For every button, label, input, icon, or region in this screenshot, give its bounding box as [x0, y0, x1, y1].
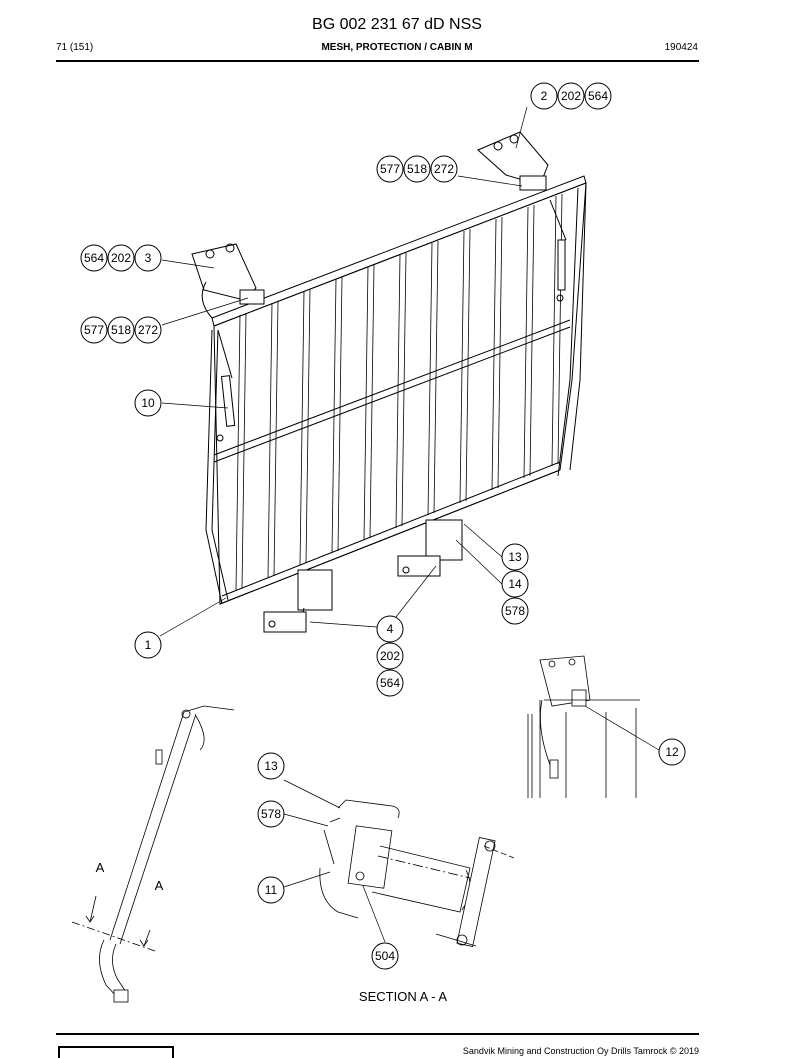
- callout-202: 202: [376, 642, 404, 670]
- callout-504-section: 504: [371, 942, 399, 970]
- svg-text:10: 10: [141, 396, 155, 410]
- hinge-lower-1: [263, 569, 333, 633]
- callout-4: 4: [376, 615, 404, 643]
- callout-577: 577: [80, 316, 108, 344]
- svg-text:577: 577: [380, 162, 400, 176]
- callout-564: 564: [376, 669, 404, 697]
- callout-group-left-mid: 577 518 272: [80, 316, 162, 344]
- callout-3: 3: [134, 244, 162, 272]
- footer-copyright: Sandvik Mining and Construction Oy Drill…: [462, 1046, 699, 1056]
- document-date: 190424: [664, 42, 698, 53]
- callout-202: 202: [107, 244, 135, 272]
- side-profile: [71, 705, 235, 1003]
- svg-text:4: 4: [387, 622, 394, 636]
- detail-hinge-12: [527, 655, 640, 798]
- callout-10: 10: [134, 389, 162, 417]
- svg-text:11: 11: [265, 883, 278, 897]
- hinge-lower-2: [397, 519, 463, 577]
- mesh-frame: [213, 182, 587, 605]
- callout-1: 1: [134, 631, 162, 659]
- callout-577: 577: [376, 155, 404, 183]
- leader-lines: [159, 106, 660, 943]
- document-title: BG 002 231 67 dD NSS: [312, 16, 482, 33]
- svg-text:564: 564: [380, 676, 400, 690]
- header-rule: [56, 60, 699, 62]
- main-assembly: [159, 106, 660, 943]
- callout-518: 518: [403, 155, 431, 183]
- callout-13: 13: [501, 543, 529, 571]
- svg-text:12: 12: [665, 745, 679, 759]
- svg-text:272: 272: [434, 162, 454, 176]
- svg-text:578: 578: [505, 604, 525, 618]
- document-subtitle: MESH, PROTECTION / CABIN M: [321, 42, 473, 53]
- mesh-slats: [235, 193, 563, 591]
- svg-text:202: 202: [111, 251, 131, 265]
- gas-strut-right: [549, 199, 567, 302]
- page-number: 71 (151): [56, 42, 94, 53]
- svg-text:272: 272: [138, 323, 158, 337]
- svg-text:202: 202: [380, 649, 400, 663]
- svg-text:504: 504: [375, 949, 395, 963]
- callout-564: 564: [80, 244, 108, 272]
- footer-rule: [56, 1033, 699, 1035]
- callout-202: 202: [557, 82, 585, 110]
- svg-text:202: 202: [561, 89, 581, 103]
- svg-text:518: 518: [111, 323, 131, 337]
- callout-272: 272: [134, 316, 162, 344]
- callout-578: 578: [501, 597, 529, 625]
- callout-12: 12: [658, 738, 686, 766]
- callout-272: 272: [430, 155, 458, 183]
- svg-text:1: 1: [145, 638, 152, 652]
- callout-11-section: 11: [257, 876, 285, 904]
- callout-564: 564: [584, 82, 612, 110]
- svg-text:13: 13: [264, 759, 278, 773]
- svg-text:564: 564: [588, 89, 608, 103]
- svg-text:577: 577: [84, 323, 104, 337]
- svg-text:3: 3: [145, 251, 152, 265]
- callout-group-top-mid: 577 518 272: [376, 155, 458, 183]
- callout-13-section: 13: [257, 752, 285, 780]
- callout-518: 518: [107, 316, 135, 344]
- callout-578-section: 578: [257, 800, 285, 828]
- gas-strut-left: [216, 329, 236, 442]
- section-marker-a-left: A: [96, 860, 105, 875]
- callout-14: 14: [501, 570, 529, 598]
- svg-text:13: 13: [508, 550, 522, 564]
- section-title: SECTION A - A: [359, 989, 447, 1004]
- callout-group-top-right: 2 202 564: [530, 82, 612, 110]
- callout-group-left-upper: 564 202 3: [80, 244, 162, 272]
- svg-text:518: 518: [407, 162, 427, 176]
- svg-text:2: 2: [541, 89, 548, 103]
- svg-text:564: 564: [84, 251, 104, 265]
- company-logo: [58, 1046, 174, 1058]
- section-aa-view: [319, 799, 515, 947]
- callout-2: 2: [530, 82, 558, 110]
- section-marker-a-right: A: [155, 878, 164, 893]
- svg-text:14: 14: [508, 577, 522, 591]
- svg-text:578: 578: [261, 807, 281, 821]
